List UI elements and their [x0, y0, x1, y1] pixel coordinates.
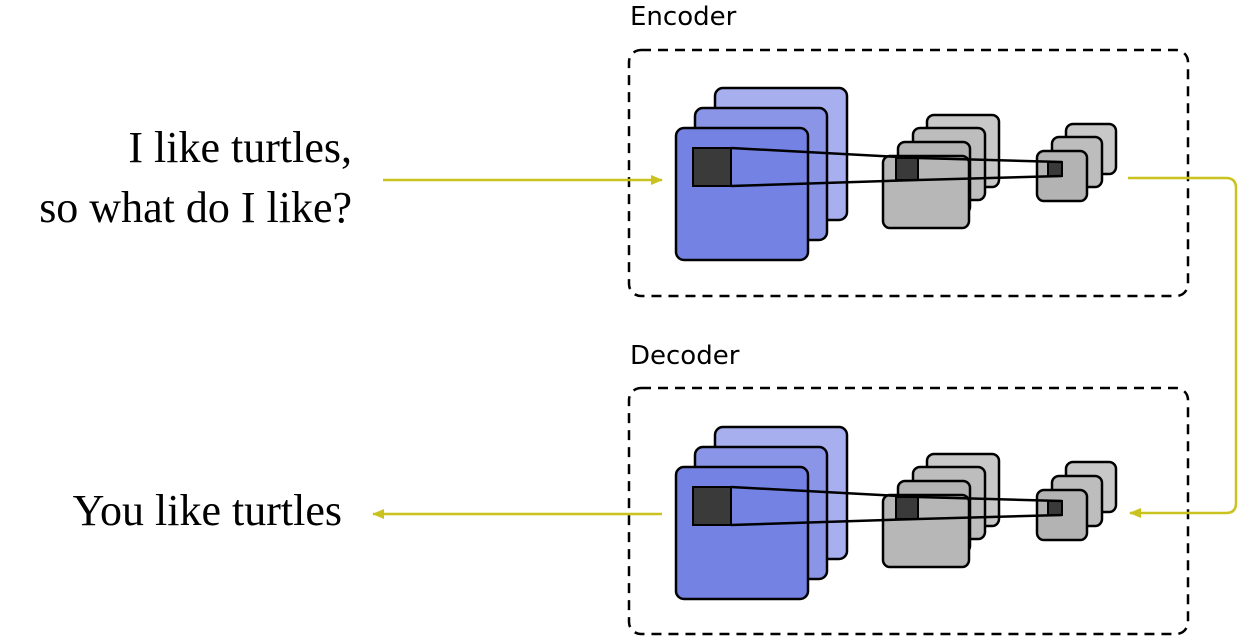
input-text-line-2: so what do I like? — [39, 183, 352, 232]
encoder-conv-kernels — [692, 147, 1063, 187]
decoder-label: Decoder — [630, 341, 740, 371]
encoder-to-decoder-arrow — [1128, 176, 1238, 518]
encoder-network — [674, 86, 1118, 262]
encoder-projection-lines — [730, 146, 1063, 188]
input-text-line-1: I like turtles, — [128, 123, 352, 172]
encoder-box — [627, 48, 1190, 298]
decoder-network — [674, 425, 1118, 601]
encoder-label: Encoder — [630, 2, 737, 32]
output-text: You like turtles — [73, 486, 342, 535]
decoder-small-feature-maps — [1035, 460, 1118, 542]
decoder-projection-lines — [730, 485, 1063, 527]
decoder-box — [627, 386, 1190, 636]
